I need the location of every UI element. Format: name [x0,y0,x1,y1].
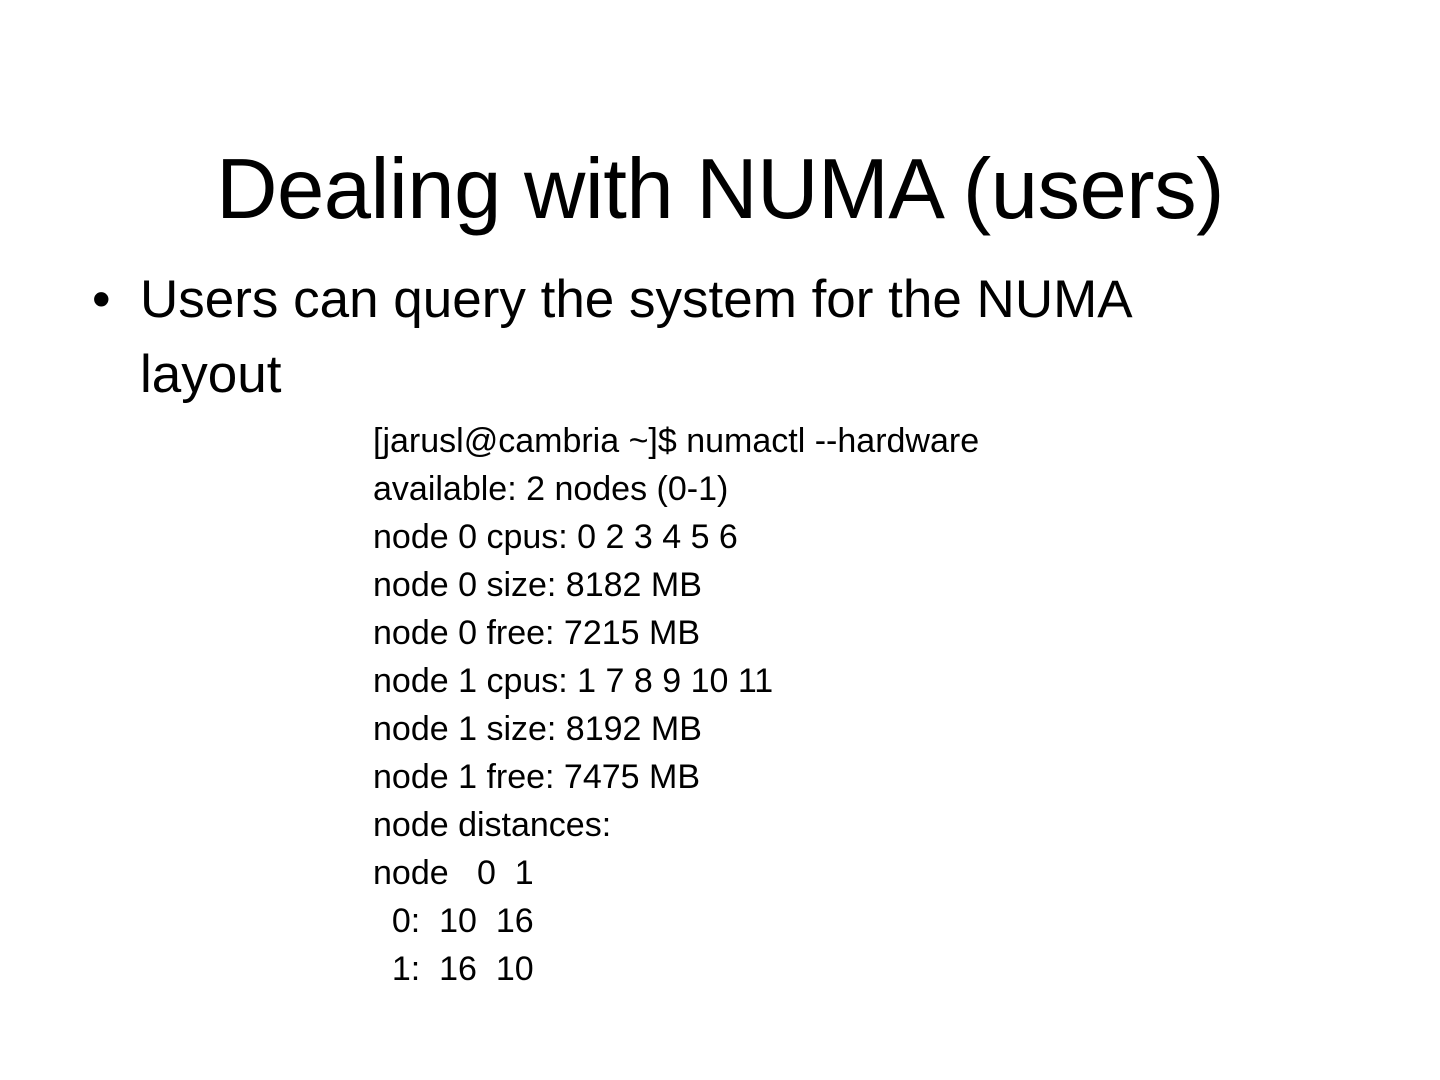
terminal-output-block: [jarusl@cambria ~]$ numactl --hardware a… [373,417,1273,993]
terminal-line-node0-free: node 0 free: 7215 MB [373,614,701,652]
slide-body: • Users can query the system for the NUM… [0,262,1440,413]
list-item: • Users can query the system for the NUM… [0,262,1440,413]
bullet-list: • Users can query the system for the NUM… [0,262,1440,413]
page-title: Dealing with NUMA (users) [216,141,1224,237]
terminal-line-distance-row-0: 0: 10 16 [373,902,534,940]
bullet-item-label: Users can query the system for the NUMA … [140,270,1130,405]
terminal-line-node1-cpus: node 1 cpus: 1 7 8 9 10 11 [373,662,774,700]
terminal-line-distances-label: node distances: [373,806,612,844]
terminal-line-node1-free: node 1 free: 7475 MB [373,758,701,796]
terminal-line-distance-header: node 0 1 [373,854,534,892]
terminal-line-node1-size: node 1 size: 8192 MB [373,710,702,748]
terminal-line-prompt: [jarusl@cambria ~]$ numactl --hardware [373,422,980,460]
terminal-line-node0-cpus: node 0 cpus: 0 2 3 4 5 6 [373,518,738,556]
terminal-line-distance-row-1: 1: 16 10 [373,950,534,988]
bullet-point-icon: • [92,270,111,329]
terminal-line-available: available: 2 nodes (0-1) [373,470,729,508]
terminal-line-node0-size: node 0 size: 8182 MB [373,566,702,604]
